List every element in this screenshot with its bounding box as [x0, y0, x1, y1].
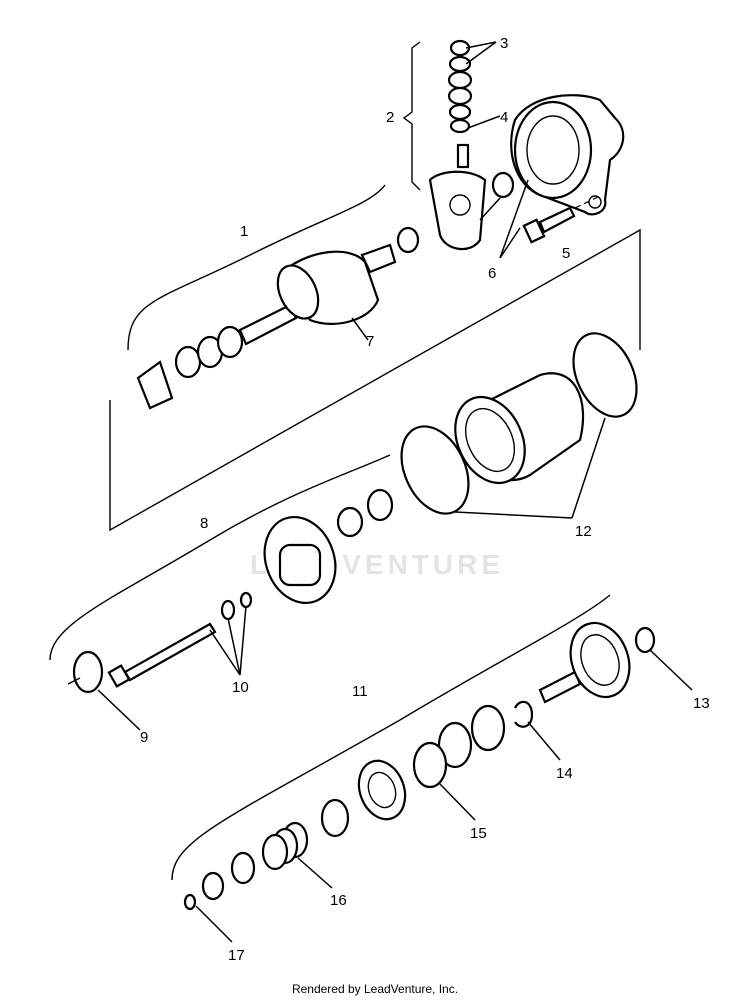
o-ring-12a [400, 425, 470, 515]
washer-13 [634, 626, 656, 654]
callout-8: 8 [200, 515, 208, 532]
o-ring-12b [572, 332, 638, 418]
collar [437, 721, 473, 769]
callout-12: 12 [575, 523, 592, 540]
washer-small [201, 871, 225, 901]
brace-group-2 [402, 41, 421, 191]
thrust-washers [136, 325, 244, 410]
bracket-group-11 [171, 594, 611, 881]
bearing-ring [366, 488, 394, 522]
frame-lines [109, 228, 641, 532]
callout-7: 7 [366, 333, 374, 350]
callout-17: 17 [228, 947, 245, 964]
callout-6: 6 [488, 265, 496, 282]
callout-10: 10 [232, 679, 249, 696]
spring-16 [261, 821, 309, 871]
footer-credit: Rendered by LeadVenture, Inc. [291, 982, 459, 996]
bolt-5 [522, 206, 576, 244]
washer-stack-3 [447, 39, 473, 134]
ring-15 [412, 741, 448, 789]
needle-bearing [336, 506, 364, 538]
overrunning-clutch [357, 759, 407, 821]
spacer [230, 851, 256, 885]
callout-5: 5 [562, 245, 570, 262]
pinion-gear [538, 621, 631, 704]
callout-15: 15 [470, 825, 487, 842]
armature-7 [238, 243, 397, 346]
brush-plate [428, 143, 487, 251]
callout-2: 2 [386, 109, 394, 126]
callout-9: 9 [140, 729, 148, 746]
callout-3: 3 [500, 35, 508, 52]
callout-16: 16 [330, 892, 347, 909]
washer-10a [220, 599, 236, 621]
washer-10b [239, 591, 253, 609]
callout-11: 11 [352, 683, 368, 700]
callout-14: 14 [556, 765, 573, 782]
bracket-group-8 [49, 454, 391, 661]
washer-large [470, 704, 506, 752]
bracket-group-1 [127, 184, 386, 351]
callout-13: 13 [693, 695, 710, 712]
leader-lines [97, 41, 693, 943]
retaining-ring-14 [514, 700, 534, 728]
sleeve [320, 798, 350, 838]
motor-frame [454, 372, 585, 485]
callout-1: 1 [240, 223, 248, 240]
end-housing [510, 94, 625, 216]
clip-17 [183, 893, 197, 911]
through-bolt-10 [107, 622, 217, 688]
drive-end-housing [263, 515, 337, 605]
bushing-6 [491, 171, 515, 199]
bearing [396, 226, 420, 254]
callouts: 1 2 3 4 5 6 7 8 9 10 11 12 13 14 15 16 1… [140, 35, 710, 964]
callout-4: 4 [500, 109, 508, 126]
o-ring-9 [72, 650, 104, 694]
